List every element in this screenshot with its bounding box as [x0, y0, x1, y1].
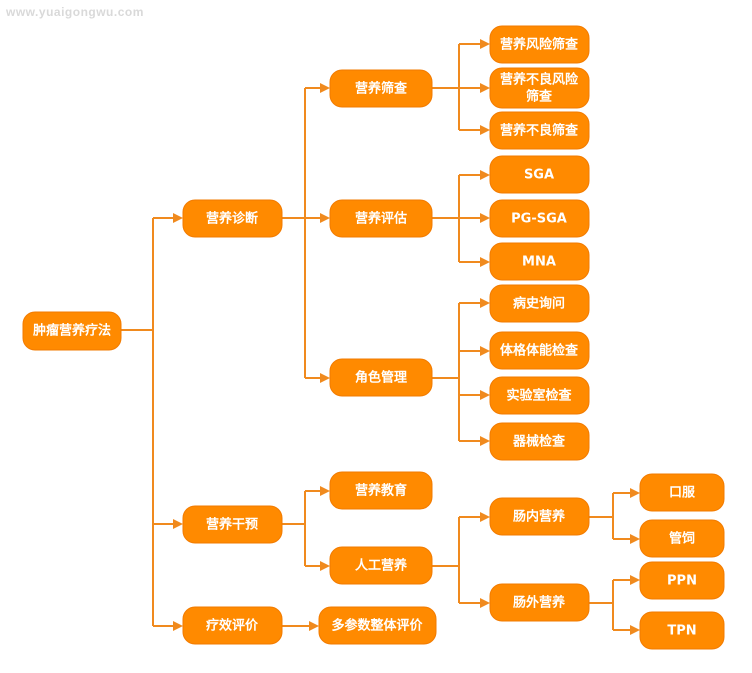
node-root: 肿瘤营养疗法: [22, 311, 122, 351]
svg-text:肠外营养: 肠外营养: [513, 595, 566, 611]
svg-text:角色管理: 角色管理: [355, 370, 407, 386]
node-education: 营养教育: [329, 471, 433, 510]
svg-text:体格体能检查: 体格体能检查: [500, 343, 579, 359]
arrow-medical-history: [480, 298, 490, 308]
arrow-role-management: [320, 373, 330, 383]
arrow-diagnosis: [173, 213, 183, 223]
svg-text:管饲: 管饲: [669, 531, 695, 547]
edge-root-trunk: [121, 218, 154, 626]
arrow-parenteral: [480, 598, 490, 608]
node-oral: 口服: [639, 473, 725, 512]
svg-text:MNA: MNA: [522, 255, 556, 270]
svg-text:营养评估: 营养评估: [355, 211, 407, 227]
node-intervention: 营养干预: [182, 505, 283, 544]
node-sga: SGA: [489, 155, 590, 194]
arrow-ppn: [630, 575, 640, 585]
node-tube: 管饲: [639, 519, 725, 558]
arrow-assessment: [320, 213, 330, 223]
svg-text:营养筛查: 营养筛查: [355, 81, 408, 97]
edge-assessment-trunk: [432, 175, 460, 262]
edge-enteral-trunk: [589, 493, 614, 539]
arrow-sga: [480, 170, 490, 180]
node-mna: MNA: [489, 242, 590, 281]
node-pgsga: PG-SGA: [489, 199, 590, 238]
node-enteral: 肠内营养: [489, 497, 590, 536]
svg-text:PPN: PPN: [667, 574, 697, 589]
node-role-management: 角色管理: [329, 358, 433, 397]
arrow-screen-malnutrition-risk: [480, 83, 490, 93]
arrow-oral: [630, 488, 640, 498]
arrow-pgsga: [480, 213, 490, 223]
nodes: 肿瘤营养疗法 营养诊断 营养干预 疗效评价 营养筛查 营养评估 角色管理: [22, 25, 725, 650]
svg-text:器械检查: 器械检查: [512, 434, 566, 450]
edge-screening-trunk: [432, 44, 460, 130]
svg-text:肿瘤营养疗法: 肿瘤营养疗法: [33, 323, 111, 339]
edge-role-trunk: [432, 303, 460, 441]
arrow-multi-param: [309, 621, 319, 631]
node-assessment: 营养评估: [329, 199, 433, 238]
edge-diagnosis-trunk: [282, 88, 306, 378]
arrow-artificial: [320, 561, 330, 571]
node-parenteral: 肠外营养: [489, 583, 590, 622]
arrow-lab-exam: [480, 390, 490, 400]
node-tpn: TPN: [639, 611, 725, 650]
arrow-mna: [480, 257, 490, 267]
arrow-instrument-exam: [480, 436, 490, 446]
node-instrument-exam: 器械检查: [489, 422, 590, 461]
svg-text:营养风险筛查: 营养风险筛查: [500, 37, 579, 53]
svg-text:营养诊断: 营养诊断: [206, 211, 258, 227]
arrow-tube: [630, 534, 640, 544]
node-lab-exam: 实验室检查: [489, 376, 590, 415]
svg-text:病史询问: 病史询问: [513, 296, 565, 312]
svg-text:人工营养: 人工营养: [355, 558, 408, 574]
node-screen-malnutrition-risk: 营养不良风险 筛查: [489, 67, 590, 109]
edge-intervention-trunk: [282, 491, 306, 566]
node-artificial: 人工营养: [329, 546, 433, 585]
node-diagnosis: 营养诊断: [182, 199, 283, 238]
svg-text:疗效评价: 疗效评价: [206, 618, 259, 634]
svg-text:多参数整体评价: 多参数整体评价: [331, 618, 423, 634]
arrow-efficacy: [173, 621, 183, 631]
watermark: www.yuaigongwu.com: [5, 5, 144, 19]
svg-text:SGA: SGA: [524, 168, 554, 183]
arrow-enteral: [480, 512, 490, 522]
svg-text:营养不良风险: 营养不良风险: [500, 72, 579, 88]
node-ppn: PPN: [639, 561, 725, 600]
arrow-physical-exam: [480, 346, 490, 356]
arrow-tpn: [630, 625, 640, 635]
arrow-screen-malnutrition: [480, 125, 490, 135]
edge-artificial-trunk: [432, 517, 460, 603]
svg-text:肠内营养: 肠内营养: [513, 509, 566, 525]
node-physical-exam: 体格体能检查: [489, 331, 590, 370]
node-multi-param: 多参数整体评价: [318, 606, 437, 645]
arrow-intervention: [173, 519, 183, 529]
node-screening: 营养筛查: [329, 69, 433, 108]
svg-text:营养干预: 营养干预: [206, 517, 258, 533]
node-efficacy: 疗效评价: [182, 606, 283, 645]
svg-text:营养教育: 营养教育: [355, 483, 407, 499]
arrow-screen-risk: [480, 39, 490, 49]
svg-text:TPN: TPN: [667, 624, 696, 639]
node-medical-history: 病史询问: [489, 284, 590, 323]
svg-text:营养不良筛查: 营养不良筛查: [500, 123, 579, 139]
node-screen-malnutrition: 营养不良筛查: [489, 111, 590, 150]
arrowheads: [173, 39, 640, 635]
node-screen-risk: 营养风险筛查: [489, 25, 590, 64]
arrow-screening: [320, 83, 330, 93]
svg-text:口服: 口服: [669, 486, 696, 501]
svg-text:筛查: 筛查: [526, 89, 553, 105]
svg-text:PG-SGA: PG-SGA: [511, 212, 567, 227]
svg-text:实验室检查: 实验室检查: [506, 388, 572, 404]
connectors: [121, 43, 632, 631]
edge-parenteral-trunk: [589, 580, 614, 630]
arrow-education: [320, 486, 330, 496]
